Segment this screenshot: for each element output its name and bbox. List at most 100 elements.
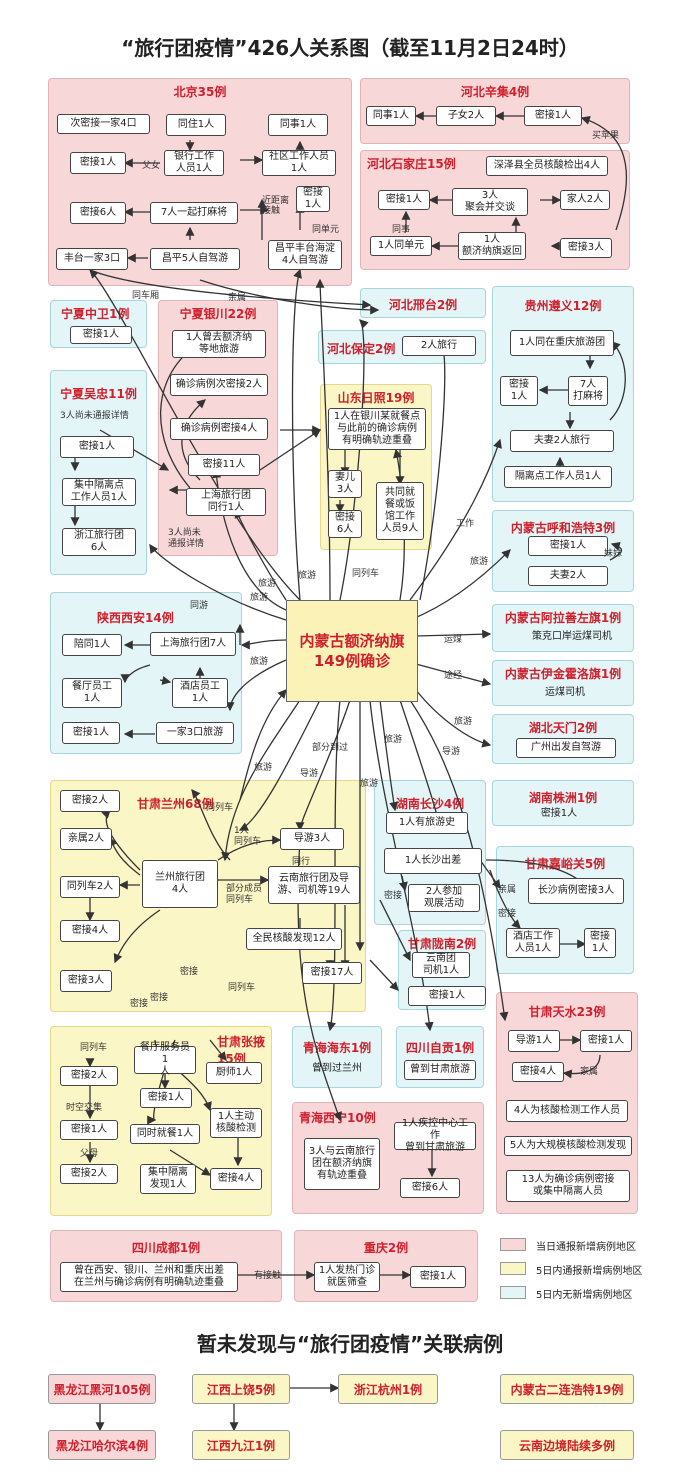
node-wz-contact: 密接1人 [60,436,134,458]
edge-label-contact-e: 密接 [130,999,149,1009]
node-lz-yunnan-group19: 云南旅行团及导 游、司机等19人 [268,866,360,904]
edge-label-travel-a: 旅游 [470,557,489,567]
region-title: 甘肃天水23例 [528,1005,606,1019]
region-title: 四川成都1例 [131,1241,201,1255]
node-bj-changping5: 昌平5人自驾游 [150,248,240,270]
node-zw-contact: 密接1人 [70,326,132,344]
node-xn-yunnan-overlap: 3人与云南旅行 团在额济纳旗 有轨迹重叠 [304,1138,380,1190]
edge-label-colleague: 同事 [392,225,411,235]
node-ts-test-workers: 4人为核酸检测工作人员 [506,1100,628,1122]
node-zhy-self-test: 1人主动 核酸检测 [210,1108,262,1138]
node-bj-bank-staff: 银行工作 人员1人 [164,150,224,176]
node-yc-shanghai-group: 上海旅行团 同行1人 [186,488,266,516]
edge-label-apples: 买苹果 [592,131,620,141]
region-title: 甘肃嘉峪关5例 [524,857,606,871]
edge-label-travel-b: 旅游 [298,571,317,581]
node-sjz-same-unit: 1人同单元 [370,236,432,256]
edge-label-train-b: 同列车 [206,803,234,813]
node-cd-business: 曾在西安、银川、兰州和重庆出差 在兰州与确诊病例有明确轨迹重叠 [60,1262,238,1292]
node-lz-contact2: 密接2人 [60,790,120,812]
region-title: 陕西西安14例 [97,611,174,625]
node-cq-contact: 密接1人 [410,1266,466,1288]
region-title: 内蒙古阿拉善左旗1例 [504,611,622,625]
node-lz-train2: 同列车2人 [60,876,120,898]
edge-label-partial: 部分到过 [312,743,349,753]
edge-label-relatives-b: 亲属 [498,885,517,895]
node-sjz-contact3: 密接3人 [560,238,612,258]
yc-note: 3人尚未 通报详情 [168,528,205,549]
node-bj-roommate: 同住1人 [166,114,226,136]
center-node-ejina: 内蒙古额济纳旗 149例确诊 [286,600,418,702]
node-wz-zhejiang-group: 浙江旅行团 6人 [62,528,136,556]
unrelated-erlian: 内蒙古二连浩特19例 [500,1374,634,1404]
node-bj-family4: 次密接一家4口 [57,114,150,134]
region-title: 山东日照19例 [337,391,415,405]
node-xa-companion: 陪同1人 [62,634,122,656]
region-nmg-alashan: 内蒙古阿拉善左旗1例 [492,604,634,652]
region-nmg-yijinhuoluo: 内蒙古伊金霍洛旗1例 [492,660,634,706]
node-zhy-contact2b: 密接2人 [60,1164,118,1184]
node-sjz-gathering3: 3人 聚会并交谈 [452,188,528,216]
unrelated-haerbin: 黑龙江哈尔滨4例 [48,1430,156,1460]
node-xn-cdc-worker: 1人疾控中心工作 曾到甘肃旅游 [394,1118,476,1153]
node-zhy-contact4: 密接4人 [210,1168,262,1190]
node-bj-colleague: 同事1人 [268,114,328,136]
node-xa-hotel-staff: 酒店员工 1人 [172,678,228,708]
node-yc-ejina-travel: 1人曾去额济纳 等地旅游 [172,330,266,358]
node-zy-mahjong7: 7人 打麻将 [568,376,608,406]
edge-label-via: 途经 [444,671,463,681]
node-rz-diners9: 共同就 餐或饭 馆工作 人员9人 [376,482,424,540]
edge-label-train-d: 同列车 [80,1043,108,1053]
region-hunan-zhuzhou: 湖南株洲1例 [492,780,634,826]
node-zy-isolation-staff: 隔离点工作人员1人 [504,466,612,488]
node-hh-contact: 密接1人 [528,536,608,556]
node-zy-contact: 密接 1人 [500,376,538,406]
node-al-coal-driver: 策克口岸运煤司机 [532,631,612,642]
page-title: “旅行团疫情”426人关系图（截至11月2日24时） [121,36,579,60]
edge-label-together: 同游 [190,601,209,611]
edge-label-travel-g: 旅游 [384,735,403,745]
node-zg-gansu-travel: 曾到甘肃旅游 [404,1060,476,1080]
unrelated-yunnan: 云南边境陆续多例 [500,1430,634,1460]
node-zhy-chef: 厨师1人 [206,1062,262,1084]
edge-label-travel-c: 旅游 [258,579,277,589]
node-lz-relatives2: 亲属2人 [60,828,112,850]
node-ln-driver: 云南团 司机1人 [412,952,470,978]
node-rz-family3: 妻儿 3人 [328,470,362,498]
edge-label-fuqin: 父女 [142,161,161,171]
region-title: 贵州遵义12例 [524,299,602,313]
edge-label-guide-b: 导游 [300,769,319,779]
edge-label-travel-e: 旅游 [250,657,269,667]
unrelated-heihe: 黑龙江黑河105例 [48,1374,156,1404]
region-title: 湖北天门2例 [528,721,598,735]
node-zhy-waiter: 餐厅服务员1 人 [134,1042,196,1077]
region-title: 甘肃陇南2例 [407,937,477,951]
node-zhy-dinner: 同时就餐1人 [130,1124,200,1144]
edge-label-contact-c: 密接 [180,967,199,977]
node-xa-family3: 一家3口旅游 [156,722,234,744]
edge-label-one-train: 1人 同列车 [234,826,262,847]
node-zhy-contact2a: 密接2人 [60,1066,118,1086]
node-lz-contact3: 密接3人 [60,970,112,992]
edge-label-same-unit: 同单元 [312,225,340,235]
region-title: 河北邢台2例 [388,298,458,312]
edge-label-close-contact: 近距离 接触 [262,196,290,216]
node-ts-guide: 导游1人 [508,1030,560,1052]
region-title: 湖南株洲1例 [528,791,598,805]
edge-label-time-overlap: 时空交集 [66,1103,103,1113]
region-title: 宁夏吴忠11例 [60,387,137,401]
node-lz-guides3: 导游3人 [280,828,344,850]
node-xa-shanghai-group7: 上海旅行团7人 [150,632,236,656]
node-xa-restaurant-staff: 餐厅员工 1人 [62,678,122,708]
node-xj-contact: 密接1人 [524,106,582,126]
node-yj-coal-driver: 运煤司机 [545,687,585,698]
region-title: 宁夏中卫1例 [61,307,130,321]
node-ts-contact1: 密接1人 [580,1030,632,1052]
legend-label-cyan: 5日内无新增病例地区 [536,1290,633,1301]
region-title: 河北保定2例 [327,342,396,356]
node-zhy-quarantine: 集中隔离 发现1人 [140,1164,196,1194]
wz-note: 3人尚未通报详情 [60,411,129,421]
node-jy-contact: 密接 1人 [584,928,616,958]
node-ts-contacts13: 13人为确诊病例密接 或集中隔离人员 [506,1170,630,1202]
